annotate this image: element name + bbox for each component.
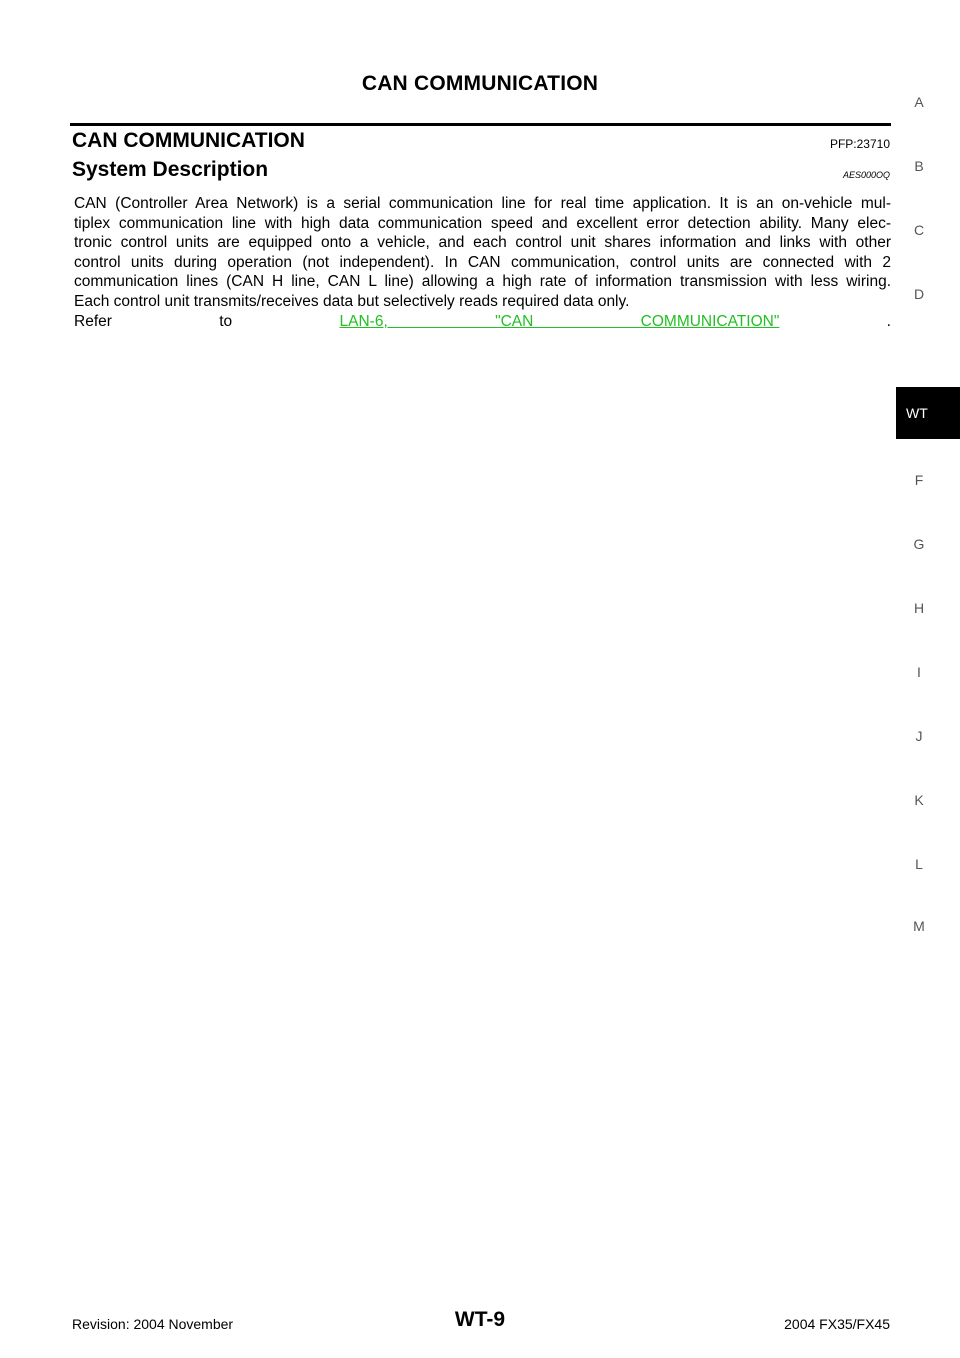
side-index-letter-j[interactable]: J xyxy=(915,728,923,744)
side-index: A B C D WT F G H I J K L M xyxy=(896,0,960,1358)
side-index-tab-wt[interactable]: WT xyxy=(896,387,960,439)
section-title: CAN COMMUNICATION xyxy=(72,129,305,152)
side-index-letter-f[interactable]: F xyxy=(914,472,924,488)
side-index-letter-k[interactable]: K xyxy=(914,792,924,808)
side-index-letter-h[interactable]: H xyxy=(913,600,925,616)
paragraph-line: tiplex communication line with high data… xyxy=(74,214,891,232)
side-index-letter-m[interactable]: M xyxy=(913,918,925,934)
side-index-letter-l[interactable]: L xyxy=(915,856,923,872)
paragraph-line: Each control unit transmits/receives dat… xyxy=(74,292,630,310)
side-index-letter-g[interactable]: G xyxy=(913,536,925,552)
refer-line: Refer to LAN-6, "CAN COMMUNICATION" . xyxy=(74,312,891,332)
section-divider xyxy=(70,123,891,126)
paragraph-line: communication lines (CAN H line, CAN L l… xyxy=(74,273,891,291)
footer-model: 2004 FX35/FX45 xyxy=(784,1316,890,1332)
footer-page-number: WT-9 xyxy=(454,1308,506,1331)
side-index-letter-i[interactable]: I xyxy=(917,664,921,680)
subsection-title: System Description xyxy=(72,158,269,181)
side-index-letter-a[interactable]: A xyxy=(914,94,924,110)
paragraph-line: tronic control units are equipped onto a… xyxy=(74,234,891,252)
refer-link[interactable]: LAN-6, "CAN COMMUNICATION" xyxy=(339,312,780,330)
side-index-letter-c[interactable]: C xyxy=(913,222,925,238)
paragraph-line: control units during operation (not inde… xyxy=(74,253,891,271)
footer-revision: Revision: 2004 November xyxy=(72,1316,234,1332)
paragraph-line: CAN (Controller Area Network) is a seria… xyxy=(74,195,891,212)
refer-prefix: Refer to xyxy=(74,312,340,330)
subsection-code: AES000OQ xyxy=(842,170,890,180)
section-code: PFP:23710 xyxy=(829,137,890,151)
refer-suffix: . xyxy=(779,312,891,330)
body-text: CAN (Controller Area Network) is a seria… xyxy=(74,194,891,331)
side-index-letter-b[interactable]: B xyxy=(914,158,924,174)
running-header: CAN COMMUNICATION xyxy=(361,72,599,95)
side-index-letter-d[interactable]: D xyxy=(913,286,925,302)
